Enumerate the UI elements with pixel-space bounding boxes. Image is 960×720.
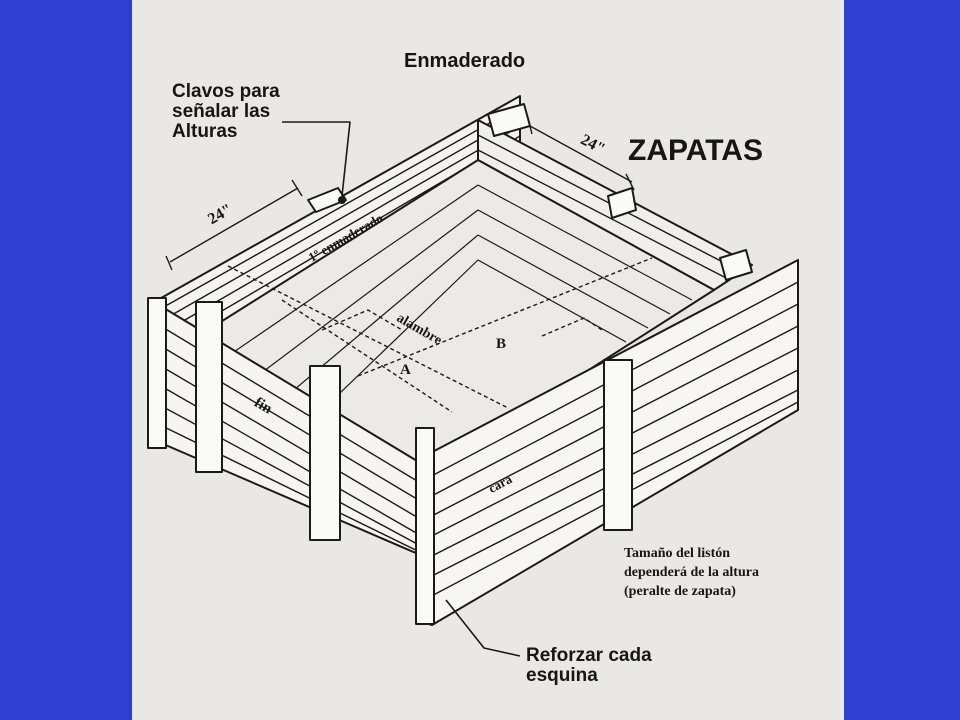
point-b-label: B	[496, 336, 507, 352]
post-front-right	[603, 359, 633, 531]
inner-board-lines	[221, 184, 693, 421]
nail-marker	[338, 196, 346, 204]
clavos-line-1: Clavos para	[172, 81, 280, 102]
reforzar-note: Reforzar cada esquina	[526, 646, 652, 686]
liston-line-1: Tamaño del listón	[624, 546, 731, 561]
reforzar-line-2: esquina	[526, 665, 598, 686]
liston-note: Tamaño del listón dependerá de la altura…	[624, 544, 759, 601]
cleat-right-top	[607, 187, 637, 219]
post-front-corner	[415, 427, 435, 625]
reforzar-line-1: Reforzar cada	[526, 645, 652, 666]
diagram-sheet: Enmaderado Clavos para señalar las Altur…	[132, 0, 844, 720]
post-left-end	[147, 297, 167, 449]
clavos-label: Clavos para señalar las Alturas	[172, 82, 280, 142]
enmaderado-label: Enmaderado	[404, 50, 526, 72]
cleat-back-corner	[487, 103, 531, 137]
dimension-lines	[165, 117, 635, 271]
liston-line-2: dependerá de la altura	[624, 565, 759, 580]
guide-wires	[227, 257, 653, 413]
leader-lines	[282, 121, 521, 657]
liston-line-3: (peralte de zapata)	[624, 584, 736, 599]
footing-formwork-drawing	[147, 95, 799, 657]
point-a-label: A	[400, 362, 411, 378]
clavos-line-3: Alturas	[172, 121, 238, 142]
cleat-right-end	[719, 249, 753, 281]
post-front-left	[309, 365, 341, 541]
clavos-line-2: señalar las	[172, 101, 271, 122]
zapatas-title: ZAPATAS	[628, 134, 763, 167]
post-left-mid	[195, 301, 223, 473]
